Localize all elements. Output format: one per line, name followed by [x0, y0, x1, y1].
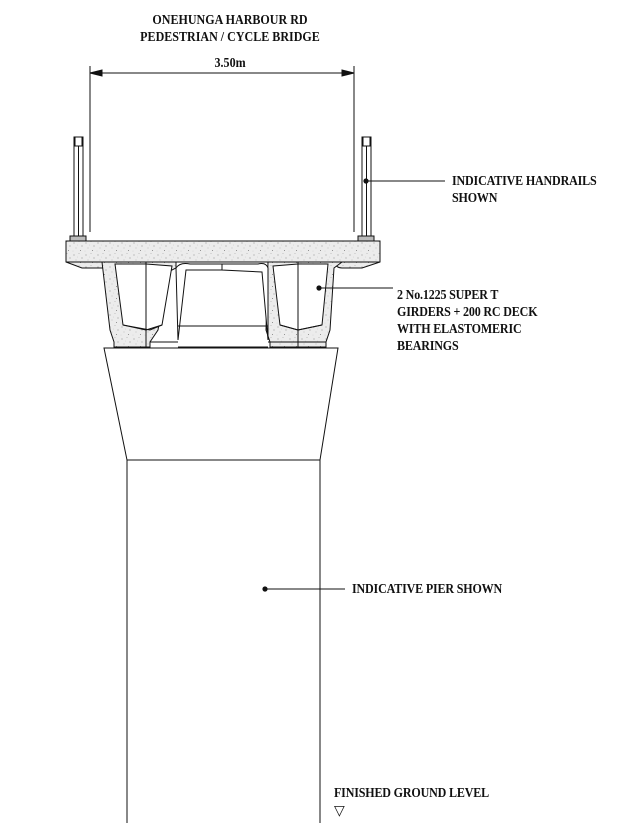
right-handrail — [357, 136, 375, 242]
right-super-t-girder — [265, 261, 344, 348]
handrail-leader-dot-icon — [363, 178, 369, 184]
span-dimension-label: 3.50m — [214, 56, 246, 71]
handrails-note: INDICATIVE HANDRAILS SHOWN — [452, 173, 597, 207]
left-handrail — [69, 136, 87, 242]
ground-level-note: FINISHED GROUND LEVEL — [334, 785, 489, 802]
dimension-line — [89, 66, 355, 232]
arrowhead-icon — [89, 69, 103, 77]
pier-column — [126, 460, 321, 823]
handrails-note-line-1: INDICATIVE HANDRAILS — [452, 174, 597, 189]
title-line-2: PEDESTRIAN / CYCLE BRIDGE — [140, 30, 320, 45]
girders-note: 2 No.1225 SUPER T GIRDERS + 200 RC DECK … — [397, 287, 538, 355]
girders-note-line-4: BEARINGS — [397, 339, 459, 354]
pier-note: INDICATIVE PIER SHOWN — [352, 581, 502, 598]
handrails-note-line-2: SHOWN — [452, 191, 498, 206]
girders-note-line-1: 2 No.1225 SUPER T — [397, 288, 499, 303]
ground-level-icon: ▽ — [334, 803, 345, 819]
arrowhead-icon — [341, 69, 355, 77]
leader-lines — [265, 180, 445, 590]
girders-note-line-3: WITH ELASTOMERIC — [397, 322, 522, 337]
left-super-t-girder — [101, 261, 177, 348]
drawing-title: ONEHUNGA HARBOUR RD PEDESTRIAN / CYCLE B… — [100, 12, 360, 46]
girder-leader-dot-icon — [316, 285, 322, 291]
central-gap — [150, 263, 326, 348]
pier-note-line-1: INDICATIVE PIER SHOWN — [352, 582, 503, 597]
ground-level-note-line-1: FINISHED GROUND LEVEL — [334, 786, 489, 801]
title-line-1: ONEHUNGA HARBOUR RD — [152, 13, 308, 28]
pier-cap — [103, 347, 339, 461]
pier-leader-dot-icon — [262, 586, 268, 592]
girders-note-line-2: GIRDERS + 200 RC DECK — [397, 305, 538, 320]
